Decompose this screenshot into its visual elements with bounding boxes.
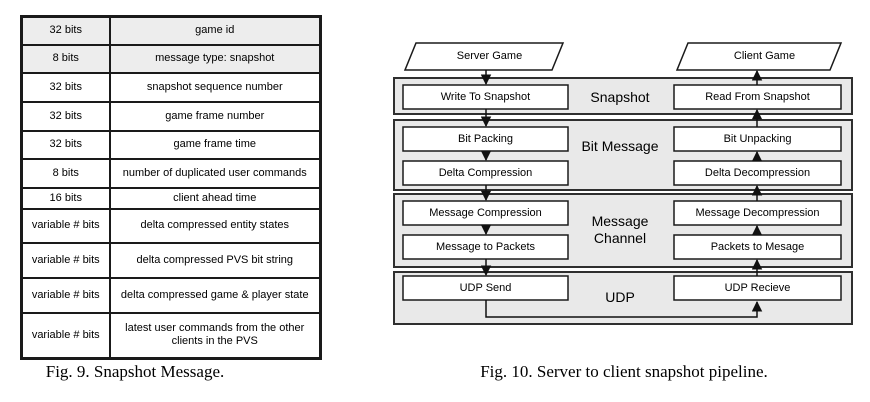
- stage-label-snapshot: Snapshot: [590, 89, 650, 105]
- packets-to-mesage-label: Packets to Mesage: [710, 241, 805, 253]
- bits-cell: variable # bits: [20, 276, 111, 314]
- bits-cell: variable # bits: [20, 311, 111, 360]
- client-game-terminal: Client Game: [733, 50, 796, 62]
- table-row: 32 bits game frame number: [20, 100, 322, 132]
- field-cell: delta compressed game & player state: [108, 276, 322, 314]
- stage-label-message-channel: Message Channel: [591, 213, 649, 246]
- field-cell: latest user commands from the other clie…: [108, 311, 322, 360]
- table-row: 32 bits snapshot sequence number: [20, 71, 322, 103]
- field-cell: game frame time: [108, 129, 322, 160]
- table-row: variable # bits latest user commands fro…: [20, 311, 322, 360]
- bits-cell: 32 bits: [20, 71, 111, 103]
- bits-cell: 8 bits: [20, 157, 111, 189]
- box-read-from-snapshot: [673, 84, 842, 110]
- udp-connector-arrow: [485, 300, 763, 318]
- bit-unpacking-label: Bit Unpacking: [723, 133, 792, 145]
- delta-compression-label: Delta Compression: [438, 167, 533, 179]
- field-cell: delta compressed entity states: [108, 207, 322, 244]
- table-row: 8 bits message type: snapshot: [20, 43, 322, 74]
- field-cell: client ahead time: [108, 186, 322, 210]
- client-game-terminal-shape: [675, 42, 843, 71]
- box-message-to-packets: [402, 234, 569, 260]
- stage-label-bit-message: Bit Message: [581, 138, 659, 154]
- fig10-caption: Fig. 10. Server to client snapshot pipel…: [480, 362, 768, 381]
- bits-cell: 32 bits: [20, 15, 111, 46]
- bits-cell: 32 bits: [20, 129, 111, 160]
- box-bit-packing: [402, 126, 569, 152]
- write-to-snapshot-label: Write To Snapshot: [440, 91, 531, 103]
- box-udp-recieve: [673, 275, 842, 301]
- box-message-decompression: [673, 200, 842, 226]
- table-row: 32 bits game frame time: [20, 129, 322, 160]
- server-game-terminal-shape: [403, 42, 565, 71]
- box-delta-compression: [402, 160, 569, 186]
- table-row: variable # bits delta compressed entity …: [20, 207, 322, 244]
- bits-cell: 32 bits: [20, 100, 111, 132]
- server-game-terminal: Server Game: [456, 50, 523, 62]
- snapshot-pipeline-diagram: Server Game Client Game Snapshot Bit Mes…: [393, 40, 855, 332]
- field-cell: message type: snapshot: [108, 43, 322, 74]
- delta-decompression-label: Delta Decompression: [704, 167, 811, 179]
- message-decompression-label: Message Decompression: [695, 207, 820, 219]
- field-cell: delta compressed PVS bit string: [108, 241, 322, 279]
- stage-label-udp: UDP: [605, 289, 635, 305]
- table-row: variable # bits delta compressed PVS bit…: [20, 241, 322, 279]
- udp-recieve-label: UDP Recieve: [724, 282, 791, 294]
- bits-cell: variable # bits: [20, 207, 111, 244]
- bits-cell: 16 bits: [20, 186, 111, 210]
- table-row: 32 bits game id: [20, 15, 322, 46]
- read-from-snapshot-label: Read From Snapshot: [705, 91, 810, 103]
- pipeline-shapes: [393, 42, 853, 325]
- field-cell: game frame number: [108, 100, 322, 132]
- message-to-packets-label: Message to Packets: [435, 241, 536, 253]
- table-row: variable # bits delta compressed game & …: [20, 276, 322, 314]
- box-message-compression: [402, 200, 569, 226]
- field-cell: snapshot sequence number: [108, 71, 322, 103]
- field-cell: game id: [108, 15, 322, 46]
- udp-send-label: UDP Send: [459, 282, 512, 294]
- box-bit-unpacking: [673, 126, 842, 152]
- box-udp-send: [402, 275, 569, 301]
- box-write-to-snapshot: [402, 84, 569, 110]
- message-compression-label: Message Compression: [429, 207, 542, 219]
- table-row: 8 bits number of duplicated user command…: [20, 157, 322, 189]
- bit-packing-label: Bit Packing: [457, 133, 514, 145]
- fig9-caption: Fig. 9. Snapshot Message.: [45, 362, 225, 381]
- bits-cell: variable # bits: [20, 241, 111, 279]
- bits-cell: 8 bits: [20, 43, 111, 74]
- field-cell: number of duplicated user commands: [108, 157, 322, 189]
- table-row: 16 bits client ahead time: [20, 186, 322, 210]
- snapshot-message-table: 32 bits game id 8 bits message type: sna…: [20, 15, 322, 360]
